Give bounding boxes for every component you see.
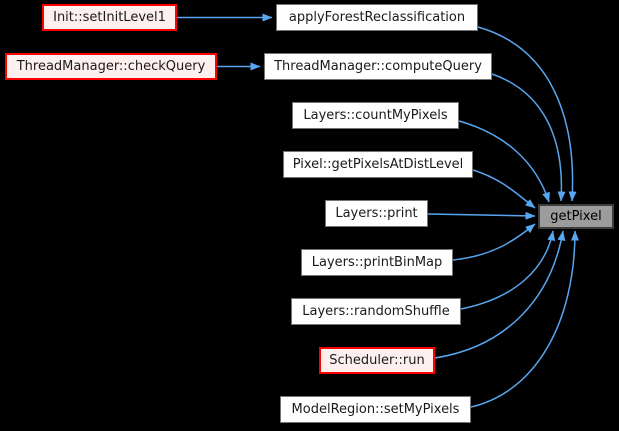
edge-countMyPixels-to-getPixel [458,120,550,203]
node-layers-random-shuffle[interactable]: Layers::randomShuffle [291,298,461,325]
edge-run-to-getPixel [434,230,566,359]
node-threadmanager-check-query[interactable]: ThreadManager::checkQuery [5,53,217,80]
edge-getPixelsAtDistLevel-to-getPixel [472,169,536,209]
node-pixel-get-pixels-at-dist-level[interactable]: Pixel::getPixelsAtDistLevel [283,151,473,178]
edge-computeQuery-to-getPixel [491,73,566,202]
node-get-pixel-focus: getPixel [538,204,614,229]
node-threadmanager-compute-query[interactable]: ThreadManager::computeQuery [264,53,492,80]
node-modelregion-set-my-pixels[interactable]: ModelRegion::setMyPixels [280,396,471,423]
node-layers-print-bin-map[interactable]: Layers::printBinMap [301,249,453,276]
edge-printBinMap-to-getPixel [452,223,536,261]
node-scheduler-run[interactable]: Scheduler::run [319,347,435,374]
node-layers-count-my-pixels[interactable]: Layers::countMyPixels [292,102,459,129]
node-init-set-init-level1[interactable]: Init::setInitLevel1 [42,4,177,31]
edge-randomShuffle-to-getPixel [460,230,556,310]
edge-print-to-getPixel [427,211,536,220]
edge-setMyPixels-to-getPixel [470,230,579,408]
edge-applyForestReclassification-to-getPixel [477,26,577,202]
node-layers-print[interactable]: Layers::print [325,200,428,227]
node-apply-forest-reclassification[interactable]: applyForestReclassification [276,4,478,31]
